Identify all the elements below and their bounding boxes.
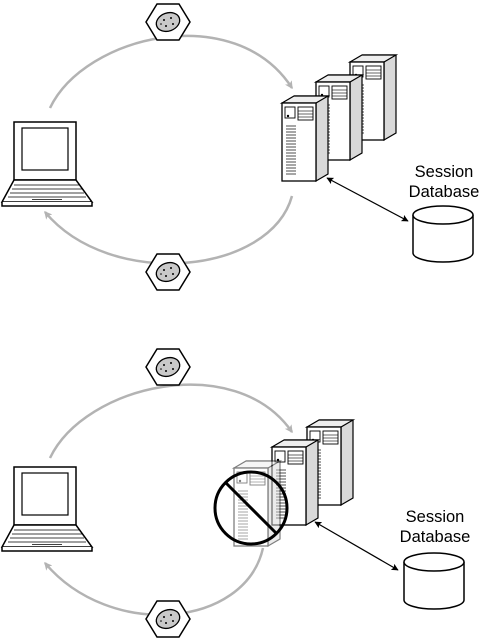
database-cylinder-icon bbox=[412, 205, 474, 263]
diagram-normal: Session Database bbox=[1, 3, 480, 291]
cookie-hexagon-icon bbox=[145, 600, 191, 638]
request-flow-arrow bbox=[48, 34, 294, 109]
session-db-link bbox=[326, 177, 409, 222]
laptop-icon bbox=[1, 121, 93, 207]
cookie-hexagon-icon bbox=[145, 3, 191, 41]
diagram-failover: Session Database bbox=[1, 348, 471, 638]
session-db-label-line1: Session bbox=[406, 508, 465, 526]
session-db-label-line2: Database bbox=[400, 528, 471, 546]
cookie-hexagon-icon bbox=[145, 348, 191, 386]
session-db-label-line2: Database bbox=[409, 183, 480, 201]
server-tower-icon bbox=[281, 95, 329, 182]
laptop-icon bbox=[1, 466, 93, 552]
database-cylinder-icon bbox=[403, 552, 465, 610]
prohibited-icon bbox=[213, 470, 289, 546]
session-db-label-line1: Session bbox=[415, 163, 474, 181]
session-db-link bbox=[314, 521, 399, 571]
cookie-hexagon-icon bbox=[145, 253, 191, 291]
request-flow-arrow bbox=[48, 383, 294, 459]
